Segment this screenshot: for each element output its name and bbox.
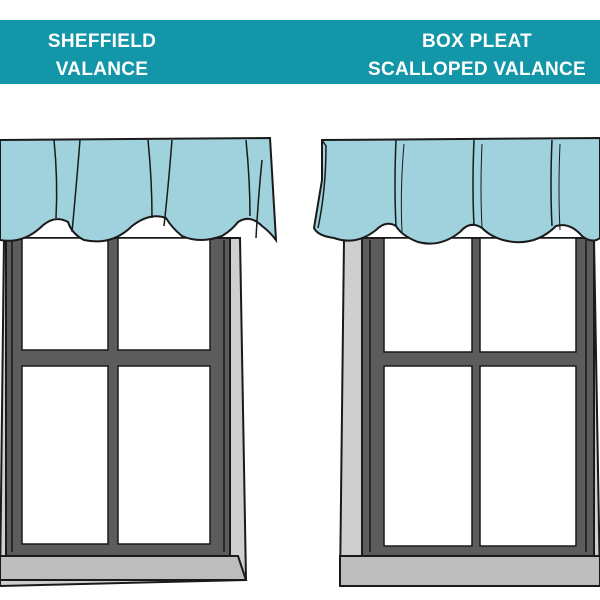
title-line: SCALLOPED VALANCE bbox=[368, 59, 586, 80]
window-sill bbox=[339, 555, 600, 587]
valance-fabric bbox=[0, 136, 278, 244]
sheffield-window bbox=[0, 237, 248, 588]
valance-fabric bbox=[312, 136, 600, 245]
box-pleat-scalloped-valance bbox=[312, 136, 600, 245]
glass-pane bbox=[479, 365, 577, 547]
box-pleat-valance-title: BOX PLEAT SCALLOPED VALANCE bbox=[360, 28, 594, 84]
window-sill bbox=[0, 555, 248, 581]
glass-pane bbox=[383, 365, 473, 547]
title-line: SHEFFIELD bbox=[47, 31, 157, 52]
glass-pane bbox=[21, 237, 109, 351]
title-line: BOX PLEAT bbox=[421, 31, 533, 52]
glass-pane bbox=[21, 365, 109, 545]
box-pleat-window bbox=[338, 237, 600, 587]
glass-pane bbox=[117, 365, 211, 545]
sheffield-valance-title: SHEFFIELD VALANCE bbox=[10, 28, 194, 84]
header-band: SHEFFIELD VALANCE BOX PLEAT SCALLOPED VA… bbox=[0, 20, 600, 84]
glass-pane bbox=[383, 237, 473, 353]
sheffield-valance bbox=[0, 136, 278, 244]
glass-pane bbox=[479, 237, 577, 353]
glass-pane bbox=[117, 237, 211, 351]
title-line: VALANCE bbox=[55, 59, 149, 80]
